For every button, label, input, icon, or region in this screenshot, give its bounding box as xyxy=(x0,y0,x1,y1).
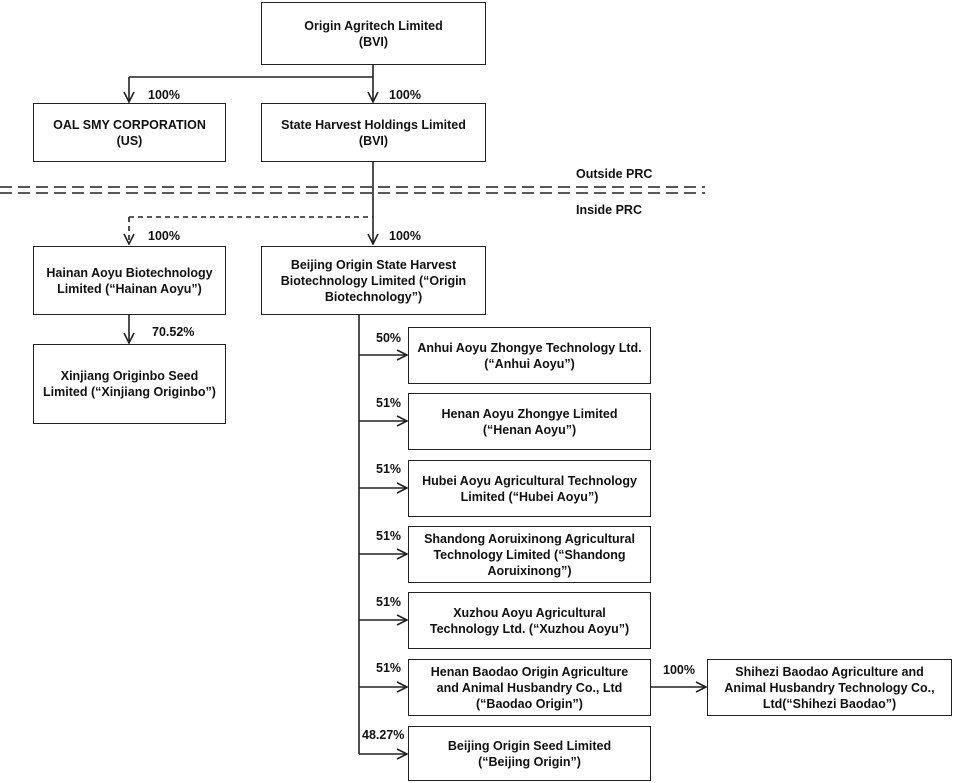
box-line: Limited (“Hubei Aoyu”) xyxy=(460,489,599,504)
box-line: Limited (“Xinjiang Originbo”) xyxy=(43,385,216,399)
box-line: Origin Agritech Limited xyxy=(304,18,443,33)
box-line: Biotechnology Limited (“Origin xyxy=(280,273,467,288)
pct-beijing-origin-sh: 100% xyxy=(389,229,421,243)
box-line: Biotechnology”) xyxy=(324,289,423,304)
box-line: and Animal Husbandry Co., Ltd xyxy=(436,680,623,695)
box-line: Aoruixinong”) xyxy=(487,563,572,578)
box-line: (“Beijing Origin”) xyxy=(478,754,581,769)
pct-beijing-seed: 48.27% xyxy=(362,728,405,742)
box-line: Technology Ltd. (“Xuzhou Aoyu”) xyxy=(429,621,630,636)
box-line: (BVI) xyxy=(358,133,389,148)
pct-shihezi: 100% xyxy=(663,663,695,677)
box-line: (US) xyxy=(116,133,143,148)
pct-hainan-aoyu: 100% xyxy=(148,229,180,243)
box-line: Hainan Aoyu Biotechnology xyxy=(46,265,213,280)
box-line: OAL SMY CORPORATION xyxy=(53,117,206,132)
box-state-harvest: State Harvest Holdings Limited(BVI) xyxy=(261,103,486,162)
box-beijing-origin-seed: Beijing Origin Seed Limited(“Beijing Ori… xyxy=(408,726,651,781)
box-line: Henan Baodao Origin Agriculture xyxy=(430,664,629,679)
box-line: Hubei Aoyu Agricultural Technology xyxy=(422,473,637,488)
box-line: Animal Husbandry Technology Co., xyxy=(724,680,935,695)
pct-baodao: 51% xyxy=(376,661,402,675)
box-line: (“Baodao Origin”) xyxy=(476,696,583,711)
box-line: Xinjiang Originbo Seed xyxy=(60,369,199,383)
box-origin-agritech: Origin Agritech Limited(BVI) xyxy=(261,2,486,65)
box-line: Technology Limited (“Shandong xyxy=(433,547,626,562)
box-line: Xuzhou Aoyu Agricultural xyxy=(453,605,606,620)
box-line: Shihezi Baodao Agriculture and xyxy=(735,664,924,679)
box-line: Limited (“Hainan Aoyu”) xyxy=(57,281,202,296)
pct-xuzhou: 51% xyxy=(376,595,402,609)
outside-prc-label: Outside PRC xyxy=(576,167,653,181)
box-line: (“Anhui Aoyu”) xyxy=(484,356,575,371)
box-henan-aoyu: Henan Aoyu Zhongye Limited(“Henan Aoyu”) xyxy=(408,393,651,450)
pct-oal-smy: 100% xyxy=(148,88,180,102)
box-line: (BVI) xyxy=(358,34,389,49)
box-line: Henan Aoyu Zhongye Limited xyxy=(441,406,618,421)
box-line: Beijing Origin State Harvest xyxy=(290,257,457,272)
box-anhui-aoyu: Anhui Aoyu Zhongye Technology Ltd.(“Anhu… xyxy=(408,327,651,384)
pct-state-harvest: 100% xyxy=(389,88,421,102)
box-oal-smy: OAL SMY CORPORATION(US) xyxy=(33,103,226,162)
pct-shandong: 51% xyxy=(376,529,402,543)
inside-prc-label: Inside PRC xyxy=(576,203,642,217)
box-line: Beijing Origin Seed Limited xyxy=(447,738,612,753)
pct-xinjiang: 70.52% xyxy=(152,325,195,339)
box-line: (“Henan Aoyu”) xyxy=(482,422,577,437)
pct-henan: 51% xyxy=(376,396,402,410)
box-line: State Harvest Holdings Limited xyxy=(281,117,466,132)
box-line: Shandong Aoruixinong Agricultural xyxy=(424,531,635,546)
pct-hubei: 51% xyxy=(376,462,402,476)
pct-anhui: 50% xyxy=(376,331,402,345)
box-line: Ltd(“Shihezi Baodao”) xyxy=(762,696,897,711)
box-line: Anhui Aoyu Zhongye Technology Ltd. xyxy=(417,340,642,355)
